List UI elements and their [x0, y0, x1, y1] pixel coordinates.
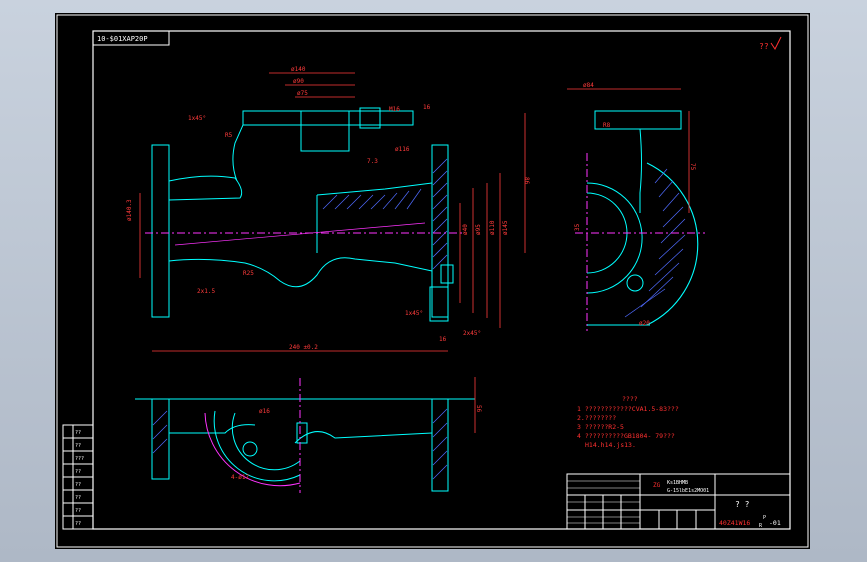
- note-line-5: H14.h14.js13.: [585, 441, 636, 449]
- title-drawing-suffix: -01: [769, 519, 781, 527]
- dim-7-3: 7.3: [367, 158, 378, 165]
- top-mounting-plate: [242, 110, 414, 126]
- dim-r25: R25: [243, 270, 254, 277]
- dim-d140-left: ø140.3: [126, 199, 133, 221]
- note-line-4: 4 ??????????GB1804- 79???: [577, 432, 675, 440]
- roughness-mark: ??: [759, 42, 769, 51]
- dim-1x45-b: 1x45°: [405, 310, 423, 317]
- left-flange: [151, 144, 170, 318]
- corner-label: 10-$01XAP20P: [97, 35, 148, 43]
- side-inner-arc-2: [586, 182, 643, 294]
- bottom-stem: [296, 422, 308, 444]
- dim-d75: ø75: [297, 90, 308, 97]
- dim-d145: ø145: [502, 220, 509, 235]
- side-table-row-2: ??: [75, 443, 81, 449]
- outlet-upper: [316, 182, 433, 196]
- bottom-arc-magenta: [204, 412, 301, 487]
- bottom-dim-d16: ø16: [259, 408, 270, 415]
- side-dim-20: ø20: [639, 320, 650, 327]
- lower-body-outline: [168, 257, 433, 288]
- dim-d40: ø40: [462, 224, 469, 235]
- title-material-spec: Ks1BHMB: [667, 480, 688, 486]
- bottom-dim-56: 56: [475, 405, 482, 413]
- title-block-frame: [566, 473, 791, 530]
- bottom-right-body: [294, 431, 433, 444]
- bottom-arc-1: [213, 410, 301, 482]
- bottom-view: [135, 378, 475, 493]
- bottom-lug: [429, 286, 449, 322]
- dim-2x45: 2x45°: [463, 330, 481, 337]
- bottom-arc-2: [231, 412, 301, 471]
- dim-240: 240 ±0.2: [289, 344, 318, 351]
- technical-notes: ???? 1 ????????????CVA1.5-83??? 2.??????…: [577, 395, 679, 449]
- side-dim-top: ø84: [583, 82, 594, 89]
- right-flange: [431, 144, 449, 318]
- notes-title: ????: [622, 395, 638, 403]
- dim-d110: ø110: [489, 220, 496, 235]
- title-material: ZG: [653, 482, 661, 489]
- bottom-hatch: [152, 408, 448, 480]
- side-dimensions: [567, 88, 690, 213]
- cad-drawing-canvas: 10-$01XAP20P ??: [55, 13, 810, 549]
- dim-m16: M16: [389, 106, 400, 113]
- stem-boss: [300, 110, 350, 152]
- side-table-row-5: ??: [75, 482, 81, 488]
- left-side-table: ?? ?? ??? ?? ?? ?? ?? ??: [62, 424, 94, 530]
- roughness-symbol-icon: [770, 36, 782, 50]
- bolt-boss: [359, 107, 381, 129]
- bottom-bolt-hole: [242, 441, 258, 457]
- dim-d140: ø140: [291, 66, 306, 73]
- inner-frame: [92, 30, 791, 530]
- side-table-row-4: ??: [75, 469, 81, 475]
- side-top-plate: [594, 110, 682, 130]
- note-line-1: 1 ????????????CVA1.5-83???: [577, 405, 679, 413]
- note-line-3: 3 ??????R2-5: [577, 423, 624, 431]
- dim-2x1-5: 2x1.5: [197, 288, 215, 295]
- side-view: [575, 110, 705, 331]
- title-part-name: ? ?: [735, 500, 750, 509]
- title-material-spec-2: G-15lbE1s2MO01: [667, 488, 709, 494]
- side-outer-arc: [646, 162, 699, 326]
- dim-d116: ø116: [395, 146, 410, 153]
- side-hatch: [624, 168, 686, 318]
- inclined-centerline: [174, 222, 426, 246]
- dim-1x45: 1x45°: [188, 115, 206, 122]
- note-line-2: 2.????????: [577, 414, 616, 422]
- front-dimensions: [139, 72, 526, 352]
- side-table-row-7: ??: [75, 508, 81, 514]
- upper-neck: [232, 124, 244, 182]
- dim-r5: R5: [225, 132, 233, 139]
- side-table-row-8: ??: [75, 521, 81, 527]
- right-flange-hatch: [432, 158, 448, 270]
- side-neck: [639, 128, 642, 213]
- dim-16: 16: [423, 104, 431, 111]
- dim-16-b: 16: [439, 336, 447, 343]
- dim-d95: ø95: [475, 224, 482, 235]
- valve-body-drawing: 10-$01XAP20P ??: [56, 14, 809, 548]
- upper-left-body: [168, 175, 243, 201]
- side-table-row-1: ??: [75, 430, 81, 436]
- outer-frame: [56, 14, 809, 548]
- side-dim-75: 75: [689, 163, 696, 171]
- bottom-left-flange: [151, 398, 170, 480]
- bottom-dim-4x: 4-ø17: [231, 474, 249, 481]
- corner-label-box: [92, 30, 170, 46]
- title-block: ZG Ks1BHMB G-15lbE1s2MO01 ? ? 40Z41W16 P…: [566, 473, 791, 530]
- side-dim-35: 35: [574, 223, 581, 231]
- outlet-hatch: [322, 188, 422, 210]
- side-bolt-hole: [626, 274, 644, 292]
- dim-86: 86: [523, 177, 530, 185]
- side-table-row-3: ???: [75, 456, 84, 462]
- front-view: [145, 107, 465, 322]
- dim-d90: ø90: [293, 78, 304, 85]
- title-drawing-number: 40Z41W16: [719, 519, 750, 527]
- bottom-left-body: [169, 424, 256, 434]
- side-dim-r: R8: [603, 122, 611, 129]
- title-sheet: P: [763, 515, 766, 521]
- title-scale-mark: R: [759, 523, 763, 529]
- drain-plug: [440, 264, 454, 284]
- side-table-row-6: ??: [75, 495, 81, 501]
